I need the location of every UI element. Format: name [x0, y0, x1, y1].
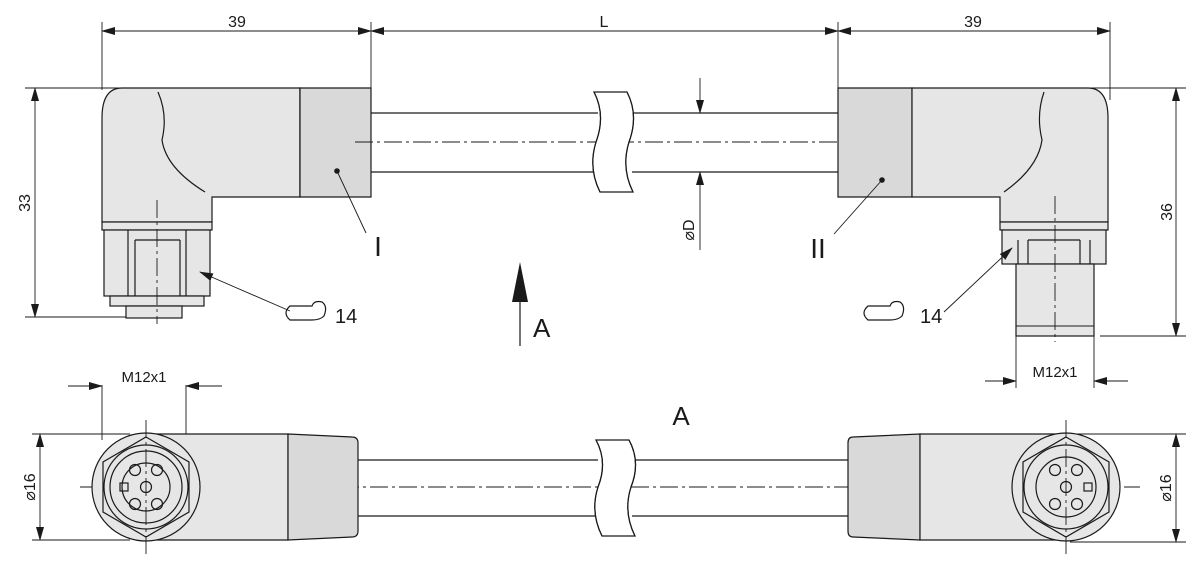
view-a-title: A	[672, 401, 690, 431]
wrench-icon: 14	[199, 271, 357, 328]
dim-diameter-left: ⌀16	[22, 473, 39, 501]
wrench-size-right: 14	[920, 306, 942, 328]
dim-diameter-right: ⌀16	[1158, 474, 1175, 502]
dim-39-left: 39	[228, 14, 246, 31]
wrench-size-left: 14	[335, 306, 357, 328]
label-i: I	[374, 231, 382, 262]
dim-thread-left: M12x1	[121, 369, 166, 386]
dim-l: L	[600, 14, 609, 31]
dim-33: 33	[17, 194, 34, 212]
dim-height-left: 33	[17, 87, 130, 318]
dim-36: 36	[1159, 203, 1176, 221]
arrow-up-icon: A	[512, 262, 551, 346]
connector-ii-side: II M12x1	[810, 87, 1128, 388]
connector-i-front	[91, 420, 359, 554]
connector-i-side: I	[101, 87, 382, 324]
dim-thread-right: M12x1	[1032, 364, 1077, 381]
dim-diameter-d: ⌀D	[681, 219, 698, 240]
label-ii: II	[810, 233, 826, 264]
dim-diameter-left-group: ⌀16	[22, 433, 130, 541]
connector-ii-front	[847, 420, 1121, 554]
dim-diameter-right-group: ⌀16	[1070, 433, 1186, 543]
wrench-icon: 14	[863, 247, 1013, 328]
leader-i	[336, 170, 367, 234]
top-dimensions: 39 L 39	[101, 14, 1111, 100]
dim-height-right: 36	[1090, 87, 1186, 337]
view-arrow-label: A	[533, 313, 551, 343]
cable-side: ⌀D	[355, 78, 858, 250]
dim-39-right: 39	[964, 14, 982, 31]
leader-ii	[833, 179, 883, 235]
dim-thread-left-group: M12x1	[68, 369, 222, 440]
